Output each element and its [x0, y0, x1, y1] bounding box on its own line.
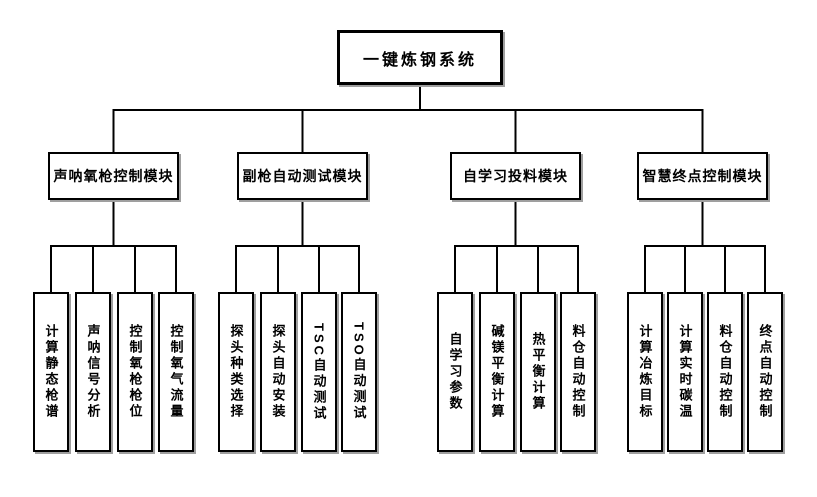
module-node-sonar-lance-control: 声呐氧枪控制模块	[48, 152, 179, 200]
leaf-node: 计算实时碳温	[667, 292, 703, 452]
leaf-label: TSC自动测试	[311, 322, 327, 422]
leaf-label: 计算实时碳温	[677, 324, 693, 420]
leaf-node: 控制氧枪枪位	[117, 292, 153, 452]
leaf-node: 控制氧气流量	[158, 292, 194, 452]
leaf-node: 自学习参数	[437, 292, 473, 452]
leaf-label: 料仓自动控制	[717, 324, 733, 420]
leaf-label: 计算冶炼目标	[637, 324, 653, 420]
root-node: 一键炼钢系统	[337, 30, 503, 85]
leaf-node: 声呐信号分析	[75, 292, 111, 452]
leaf-node: 料仓自动控制	[707, 292, 743, 452]
leaf-label: 探头自动安装	[270, 324, 286, 420]
module-node-smart-endpoint-control: 智慧终点控制模块	[637, 152, 768, 200]
leaf-node: 终点自动控制	[747, 292, 783, 452]
leaf-label: 碱镁平衡计算	[489, 324, 505, 420]
leaf-node: 热平衡计算	[520, 292, 556, 452]
leaf-label: 控制氧气流量	[168, 324, 184, 420]
leaf-node: 探头自动安装	[260, 292, 296, 452]
module-node-sublance-auto-test: 副枪自动测试模块	[237, 152, 368, 200]
leaf-node: 碱镁平衡计算	[479, 292, 515, 452]
leaf-label: 声呐信号分析	[85, 324, 101, 420]
leaf-node: 计算静态枪谱	[33, 292, 69, 452]
leaf-node: TSC自动测试	[301, 292, 337, 452]
leaf-label: 控制氧枪枪位	[127, 324, 143, 420]
leaf-node: TSO自动测试	[341, 292, 377, 452]
leaf-node: 探头种类选择	[218, 292, 254, 452]
leaf-label: TSO自动测试	[351, 322, 367, 422]
leaf-label: 自学习参数	[447, 332, 463, 412]
leaf-label: 热平衡计算	[530, 332, 546, 412]
module-node-selflearning-feeding: 自学习投料模块	[450, 152, 581, 200]
leaf-label: 终点自动控制	[757, 324, 773, 420]
leaf-label: 探头种类选择	[228, 324, 244, 420]
leaf-label: 计算静态枪谱	[43, 324, 59, 420]
leaf-node: 计算冶炼目标	[627, 292, 663, 452]
leaf-node: 料仓自动控制	[560, 292, 596, 452]
leaf-label: 料仓自动控制	[570, 324, 586, 420]
